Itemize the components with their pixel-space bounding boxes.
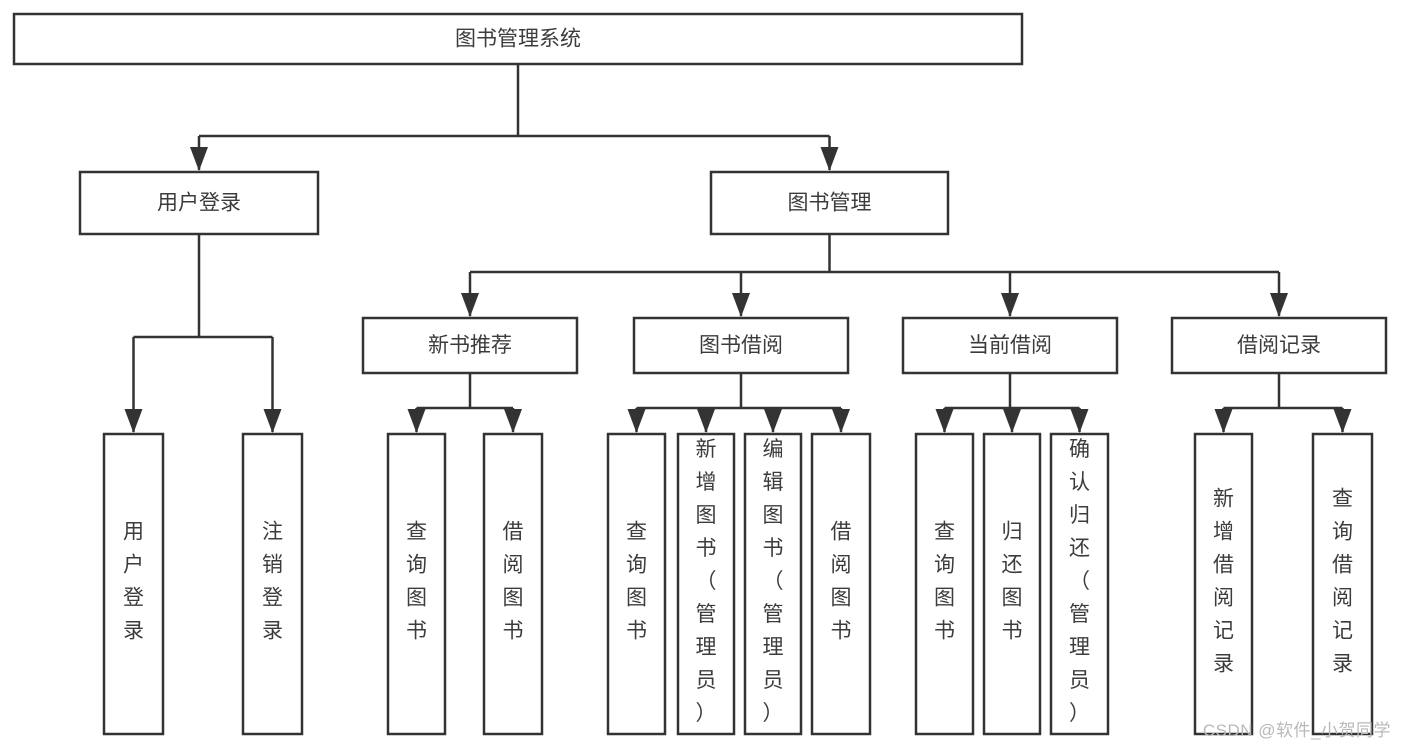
leaf-1-0[interactable]: 查询图书 [606,432,667,736]
node-label: 新增图书（管理员） [696,438,717,725]
leaf-2-1[interactable]: 归还图书 [982,432,1042,736]
node-box-rect [386,432,447,736]
node-box-rect [482,432,544,736]
arrow-head [832,409,850,433]
node-label: 图书管理系统 [455,28,581,51]
arrow-head [1333,409,1352,433]
arrow-head [461,293,479,317]
node-box-rect [606,432,667,736]
leaf-2-0[interactable]: 查询图书 [914,432,975,736]
node-box-rect [102,432,165,736]
node-box-rect [676,432,736,736]
leaf-3-0[interactable]: 新增借阅记录 [1193,432,1254,736]
node-root-system[interactable]: 图书管理系统 [12,12,1024,66]
node-label: 借阅记录 [1237,334,1321,357]
arrow-head [190,147,208,171]
node-label: 图书借阅 [699,334,783,357]
node-label: 查询图书 [626,521,647,643]
node-label: 查询借阅记录 [1332,488,1353,676]
node-box-rect [241,432,304,736]
node-box-rect [810,432,872,736]
node-box-rect [1049,432,1110,736]
arrow-head [764,409,782,433]
leaf-0-1[interactable]: 借阅图书 [482,432,544,736]
node-layer: 图书管理系统用户登录图书管理用户登录注销登录新书推荐查询图书借阅图书图书借阅查询… [12,12,1388,736]
node-label: 新增借阅记录 [1213,488,1234,676]
node-box-rect [1311,432,1374,736]
node-level3-0[interactable]: 新书推荐 [361,316,579,375]
arrow-head [1214,409,1233,433]
arrow-head [935,409,954,433]
node-box-rect [361,316,579,375]
leaf-1-1[interactable]: 新增图书（管理员） [676,432,736,736]
node-level2-1[interactable]: 图书管理 [709,170,950,236]
arrow-head [407,409,426,433]
arrow-head [1270,293,1288,317]
leaf-0-0[interactable]: 查询图书 [386,432,447,736]
arrow-head [263,409,282,433]
node-label: 编辑图书（管理员） [763,438,784,725]
leaf-3-1[interactable]: 查询借阅记录 [1311,432,1374,736]
node-box-rect [914,432,975,736]
node-box-rect [1193,432,1254,736]
connector-layer [124,64,1352,433]
node-box-rect [901,316,1119,375]
node-box-rect [78,170,320,236]
node-box-rect [632,316,850,375]
arrow-head [1003,409,1021,433]
node-level3-1[interactable]: 图书借阅 [632,316,850,375]
node-level3-2[interactable]: 当前借阅 [901,316,1119,375]
node-box-rect [982,432,1042,736]
node-label: 查询图书 [934,521,955,643]
node-label: 确认归还（管理员） [1069,438,1090,725]
node-label: 借阅图书 [831,521,852,643]
arrow-head [732,293,750,317]
node-label: 查询图书 [406,521,427,643]
arrow-head [820,147,839,171]
node-label: 借阅图书 [503,521,524,643]
arrow-head [1070,409,1089,433]
arrow-head [504,409,522,433]
node-label: 归还图书 [1002,521,1023,643]
arrow-head [1001,293,1019,317]
node-box-rect [743,432,803,736]
arrow-head [697,409,715,433]
node-label: 新书推荐 [428,334,512,357]
node-box-rect [1170,316,1388,375]
leaf-login-0[interactable]: 用户登录 [102,432,165,736]
arrow-head [627,409,646,433]
watermark-text: CSDN @软件_小贺同学 [1202,721,1391,740]
node-label: 注销登录 [262,521,283,643]
node-label: 当前借阅 [968,334,1052,357]
node-level2-0[interactable]: 用户登录 [78,170,320,236]
node-label: 用户登录 [123,521,144,643]
leaf-1-3[interactable]: 借阅图书 [810,432,872,736]
leaf-2-2[interactable]: 确认归还（管理员） [1049,432,1110,736]
arrow-head [124,409,143,433]
node-box-rect [709,170,950,236]
node-level3-3[interactable]: 借阅记录 [1170,316,1388,375]
leaf-1-2[interactable]: 编辑图书（管理员） [743,432,803,736]
leaf-login-1[interactable]: 注销登录 [241,432,304,736]
node-label: 图书管理 [788,192,872,215]
node-label: 用户登录 [157,192,241,215]
node-box-rect [12,12,1024,66]
